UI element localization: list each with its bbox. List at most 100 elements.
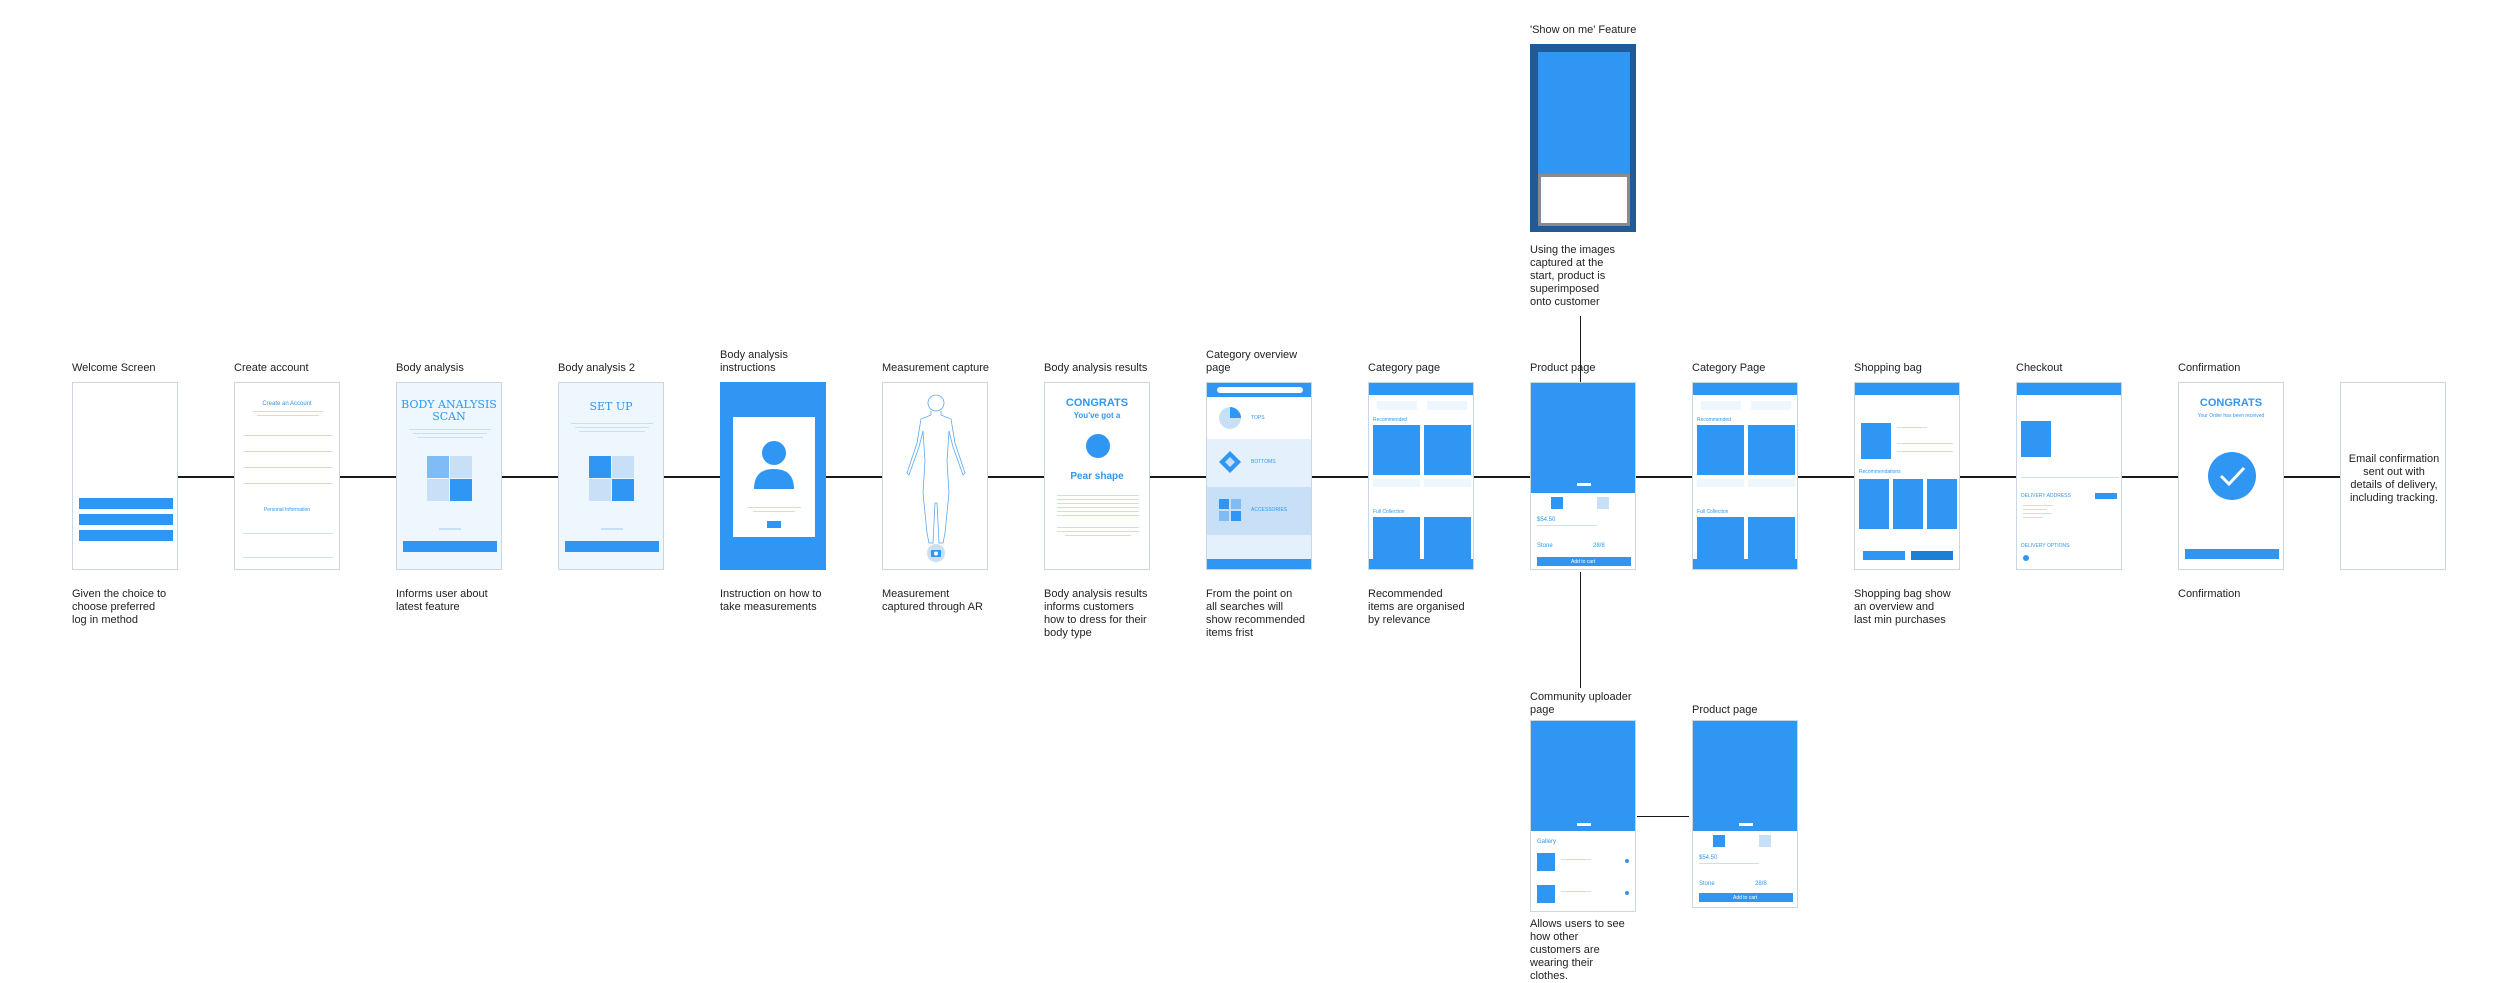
- bottom-nav[interactable]: [1369, 559, 1473, 569]
- diamond-icon: [1219, 451, 1241, 473]
- product-tile[interactable]: [1893, 479, 1923, 529]
- show-on-me-button[interactable]: [1713, 835, 1725, 847]
- delivery-address-label: DELIVERY ADDRESS: [2021, 493, 2071, 499]
- password-field[interactable]: [243, 467, 333, 468]
- product-tile[interactable]: [1373, 517, 1420, 559]
- sort-tab[interactable]: [1701, 401, 1741, 410]
- product-size-value[interactable]: 28/8: [1593, 543, 1605, 549]
- category-tops-label: TOPS: [1251, 415, 1265, 421]
- setup-next-button[interactable]: [565, 541, 659, 552]
- body-analysis-heading-1: BODY ANALYSIS: [401, 398, 497, 411]
- title-bag: Shopping bag: [1854, 362, 1922, 374]
- show-on-me-button[interactable]: [1551, 497, 1563, 509]
- search-input[interactable]: [1217, 387, 1303, 393]
- email-confirmation-text: Email confirmation sent out with details…: [2348, 453, 2440, 504]
- sort-tab[interactable]: [1377, 401, 1417, 410]
- community-hero-image: [1531, 721, 1635, 831]
- body-analysis-heading-2: SCAN: [432, 410, 466, 423]
- title-product-2: Product page: [1692, 704, 1758, 716]
- delivery-option-radio[interactable]: [2023, 555, 2029, 561]
- bottom-nav[interactable]: [1207, 559, 1311, 569]
- screen-bag: Recommendations: [1854, 382, 1960, 570]
- product-tile[interactable]: [1748, 517, 1795, 559]
- add-to-cart-button[interactable]: Add to cart: [1537, 557, 1631, 566]
- product-tile[interactable]: [1859, 479, 1889, 529]
- continue-shopping-button[interactable]: [1863, 551, 1905, 560]
- category-tops[interactable]: TOPS: [1207, 397, 1311, 439]
- size-guide-button[interactable]: [1597, 497, 1609, 509]
- caption-welcome: Given the choice to choose preferred log…: [72, 588, 167, 626]
- login-button-1[interactable]: [79, 498, 173, 509]
- add-to-cart-button[interactable]: Add to cart: [1699, 893, 1793, 902]
- shape-icon: [1086, 434, 1110, 458]
- filter-tab[interactable]: [1427, 401, 1467, 410]
- camera-icon[interactable]: [926, 543, 946, 563]
- edit-address-button[interactable]: [2095, 493, 2117, 499]
- title-show-on-me: 'Show on me' Feature: [1530, 24, 1637, 36]
- personal-info-heading: Personal Information: [263, 507, 311, 513]
- confirm-field[interactable]: [243, 483, 333, 484]
- category-full-collection-label: Full Collection: [1373, 509, 1405, 515]
- select-field-2[interactable]: [243, 557, 333, 558]
- name-field[interactable]: [243, 435, 333, 436]
- checkmark-icon: [2208, 452, 2256, 500]
- product-image: [1693, 721, 1797, 831]
- community-gallery-label: Gallery: [1537, 839, 1557, 845]
- checkout-button[interactable]: [1911, 551, 1953, 560]
- caption-instructions: Instruction on how to take measurements: [720, 588, 822, 613]
- email-confirmation-box: Email confirmation sent out with details…: [2340, 382, 2446, 570]
- screen-body-analysis-2: SET UP: [558, 382, 664, 570]
- product-tile[interactable]: [1424, 517, 1471, 559]
- pie-icon: [1219, 407, 1241, 429]
- product-image: [1531, 383, 1635, 493]
- category-2-full-collection-label: Full Collection: [1697, 509, 1729, 515]
- title-create-account: Create account: [234, 362, 309, 374]
- screen-welcome: [72, 382, 178, 570]
- product-2-size-value[interactable]: 28/8: [1755, 881, 1767, 887]
- product-tile[interactable]: [1748, 425, 1795, 475]
- connector-community: [1580, 572, 1581, 688]
- caption-body-analysis: Informs user about latest feature: [396, 588, 488, 613]
- title-body-analysis-2: Body analysis 2: [558, 362, 636, 374]
- select-field-1[interactable]: [243, 533, 333, 534]
- login-button-3[interactable]: [79, 530, 173, 541]
- confirmation-congrats: CONGRATS: [2199, 397, 2263, 409]
- create-account-heading: Create an Account: [262, 401, 312, 407]
- product-tile[interactable]: [1697, 517, 1744, 559]
- user-avatar-icon: [754, 441, 794, 489]
- confirmation-subheading: Your Order has been received: [2197, 413, 2265, 419]
- bottom-nav[interactable]: [1693, 559, 1797, 569]
- category-bottoms[interactable]: BOTTOMS: [1207, 439, 1311, 487]
- product-tile[interactable]: [1424, 425, 1471, 475]
- product-2-size-label: Stone: [1699, 881, 1715, 887]
- community-post-image[interactable]: [1537, 853, 1555, 871]
- login-button-2[interactable]: [79, 514, 173, 525]
- grid-icon: [1219, 499, 1241, 521]
- community-post-image[interactable]: [1537, 885, 1555, 903]
- product-2-price: $54.50: [1699, 855, 1718, 861]
- results-congrats: CONGRATS: [1065, 397, 1129, 409]
- product-tile[interactable]: [1927, 479, 1957, 529]
- size-guide-button[interactable]: [1759, 835, 1771, 847]
- email-field[interactable]: [243, 451, 333, 452]
- title-category-overview: Category overview page: [1206, 349, 1298, 374]
- title-category: Category page: [1368, 362, 1441, 374]
- product-tile[interactable]: [1697, 425, 1744, 475]
- title-results: Body analysis results: [1044, 362, 1148, 374]
- start-scan-button[interactable]: [403, 541, 497, 552]
- caption-results: Body analysis results informs customers …: [1044, 588, 1148, 639]
- product-tile[interactable]: [1373, 425, 1420, 475]
- screen-measurement: [882, 382, 988, 570]
- screen-confirmation: CONGRATS Your Order has been received: [2178, 382, 2284, 570]
- category-2-recommended-label: Recommended: [1697, 417, 1731, 423]
- instructions-ok-button[interactable]: [767, 521, 781, 528]
- body-outline-icon: [906, 394, 966, 544]
- caption-category-overview: From the point on all searches will show…: [1206, 588, 1306, 639]
- continue-button[interactable]: [2185, 549, 2279, 559]
- caption-confirmation: Confirmation: [2178, 588, 2241, 600]
- category-accessories[interactable]: ACCESSORIES: [1207, 487, 1311, 535]
- filter-tab[interactable]: [1751, 401, 1791, 410]
- category-recommended-label: Recommended: [1373, 417, 1407, 423]
- delivery-options-label: DELIVERY OPTIONS: [2021, 543, 2070, 549]
- screen-body-analysis: BODY ANALYSIS SCAN: [396, 382, 502, 570]
